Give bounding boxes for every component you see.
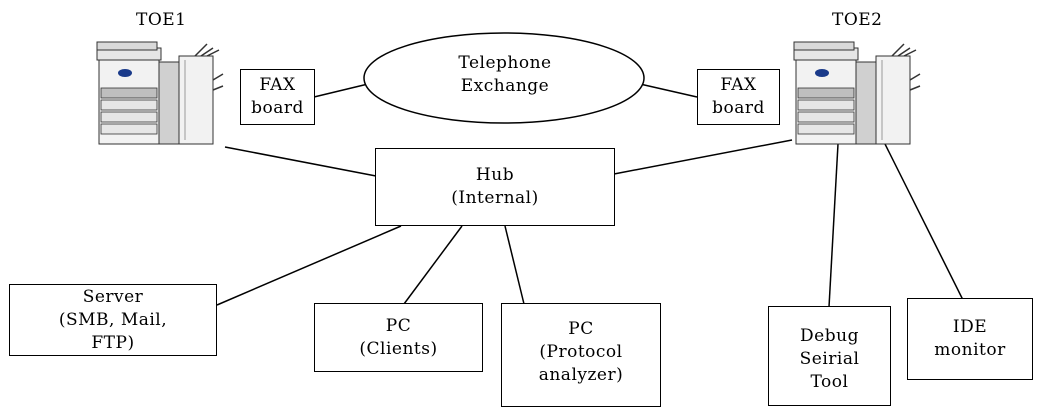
debug-tool-box: Debug Seirial Tool <box>768 306 891 406</box>
pc-analyzer-box: PC (Protocol analyzer) <box>501 303 661 407</box>
pc-analyzer-line-2: (Protocol <box>539 341 623 362</box>
hub-line-1: Hub <box>475 165 515 185</box>
link-hub-server <box>216 225 402 306</box>
link-toe2-debug-tool <box>828 143 839 308</box>
toe1-printer-icon <box>96 41 224 145</box>
ide-monitor-line-1: IDE <box>952 317 988 337</box>
link-exchange-fax2 <box>639 83 698 98</box>
link-toe2-hub <box>613 139 793 175</box>
telephone-exchange: Telephone Exchange <box>420 40 590 110</box>
debug-tool-line-1: Debug <box>800 325 859 346</box>
link-hub-pc-analyzer <box>504 225 525 305</box>
pc-clients-line-2: (Clients) <box>359 338 438 359</box>
pc-clients-box: PC (Clients) <box>314 303 483 372</box>
link-fax1-exchange <box>313 83 369 98</box>
toe2-printer-icon <box>793 41 921 145</box>
pc-analyzer-line-3: analyzer) <box>538 364 624 385</box>
debug-tool-line-2: Seirial <box>799 348 860 369</box>
ide-monitor-line-2: monitor <box>934 340 1006 360</box>
telephone-exchange-line-2: Exchange <box>460 76 550 96</box>
pc-analyzer-line-1: PC <box>568 318 594 339</box>
telephone-exchange-line-1: Telephone <box>458 53 552 73</box>
server-line-2: (SMB, Mail, <box>58 309 168 330</box>
link-toe1-hub <box>224 146 377 177</box>
toe2-fax-board: FAX board <box>697 69 780 125</box>
hub-line-2: (Internal) <box>451 188 539 208</box>
toe2-fax-board-line-1: FAX <box>720 75 757 95</box>
toe2-fax-board-line-2: board <box>712 98 765 118</box>
link-hub-pc-clients <box>403 225 463 305</box>
toe2-label: TOE2 <box>832 10 883 30</box>
toe1-fax-board: FAX board <box>240 69 315 125</box>
server-box: Server (SMB, Mail, FTP) <box>9 284 217 356</box>
toe1-label: TOE1 <box>136 10 187 30</box>
ide-monitor-box: IDE monitor <box>907 298 1033 380</box>
hub-box: Hub (Internal) <box>375 148 615 226</box>
debug-tool-line-3: Tool <box>810 371 849 392</box>
link-toe2-ide-monitor <box>884 143 964 301</box>
toe1-fax-board-line-2: board <box>251 98 304 118</box>
server-line-1: Server <box>82 286 144 307</box>
telephone-exchange-ellipse <box>363 32 645 124</box>
pc-clients-line-1: PC <box>385 315 412 336</box>
toe1-fax-board-line-1: FAX <box>259 75 296 95</box>
server-line-3: FTP) <box>91 332 135 353</box>
